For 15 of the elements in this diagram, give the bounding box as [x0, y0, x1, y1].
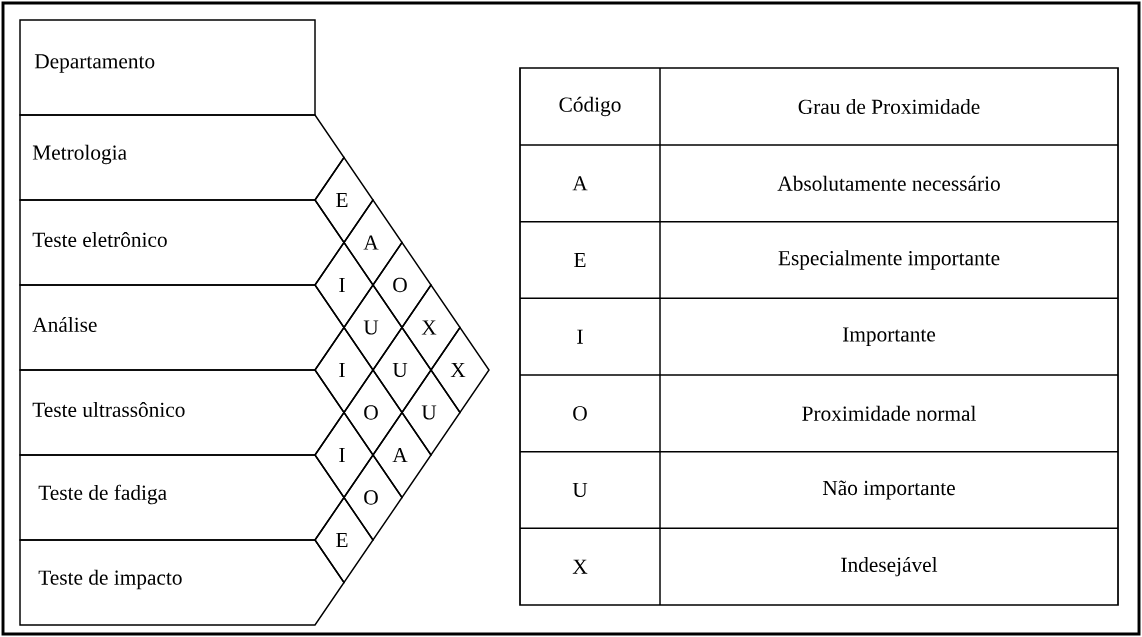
- table-cell: U: [572, 482, 588, 498]
- table-cell: Código: [559, 96, 621, 117]
- table-cell: Importante: [843, 327, 936, 346]
- table-cell: Especialmente importante: [778, 250, 1000, 270]
- table-cell: Não importante: [822, 480, 955, 500]
- table-cell: Grau de Proximidade: [798, 99, 980, 114]
- department-box: Departamento: [19, 19, 316, 116]
- table-cell: Indesejável: [841, 557, 938, 577]
- table-cell: X: [572, 559, 588, 574]
- table-cell: O: [573, 406, 587, 421]
- table-cell: Absolutamente necessário: [777, 175, 1000, 191]
- table-cell: E: [574, 253, 586, 267]
- table-cell: I: [577, 329, 583, 344]
- table-cell: Proximidade normal: [802, 405, 976, 421]
- table-cell: A: [572, 176, 588, 191]
